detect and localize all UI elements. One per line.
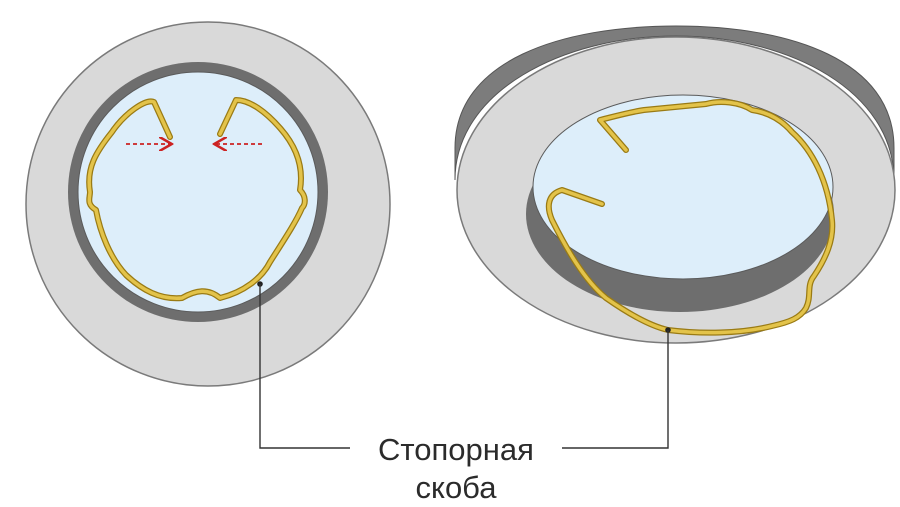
bore-face-right: [532, 94, 834, 280]
perspective-view-assembly: [454, 25, 896, 344]
bore-face-left: [77, 71, 319, 313]
label-line-1: Стопорная: [378, 432, 534, 467]
retaining-clip-left: [86, 97, 308, 302]
leader-line-left: [259, 284, 350, 449]
top-view-assembly: [25, 21, 391, 387]
label-line-2: скоба: [416, 470, 498, 505]
retaining-clip-right: [545, 99, 836, 336]
leader-lines: [257, 281, 671, 449]
leader-line-right: [562, 330, 669, 449]
